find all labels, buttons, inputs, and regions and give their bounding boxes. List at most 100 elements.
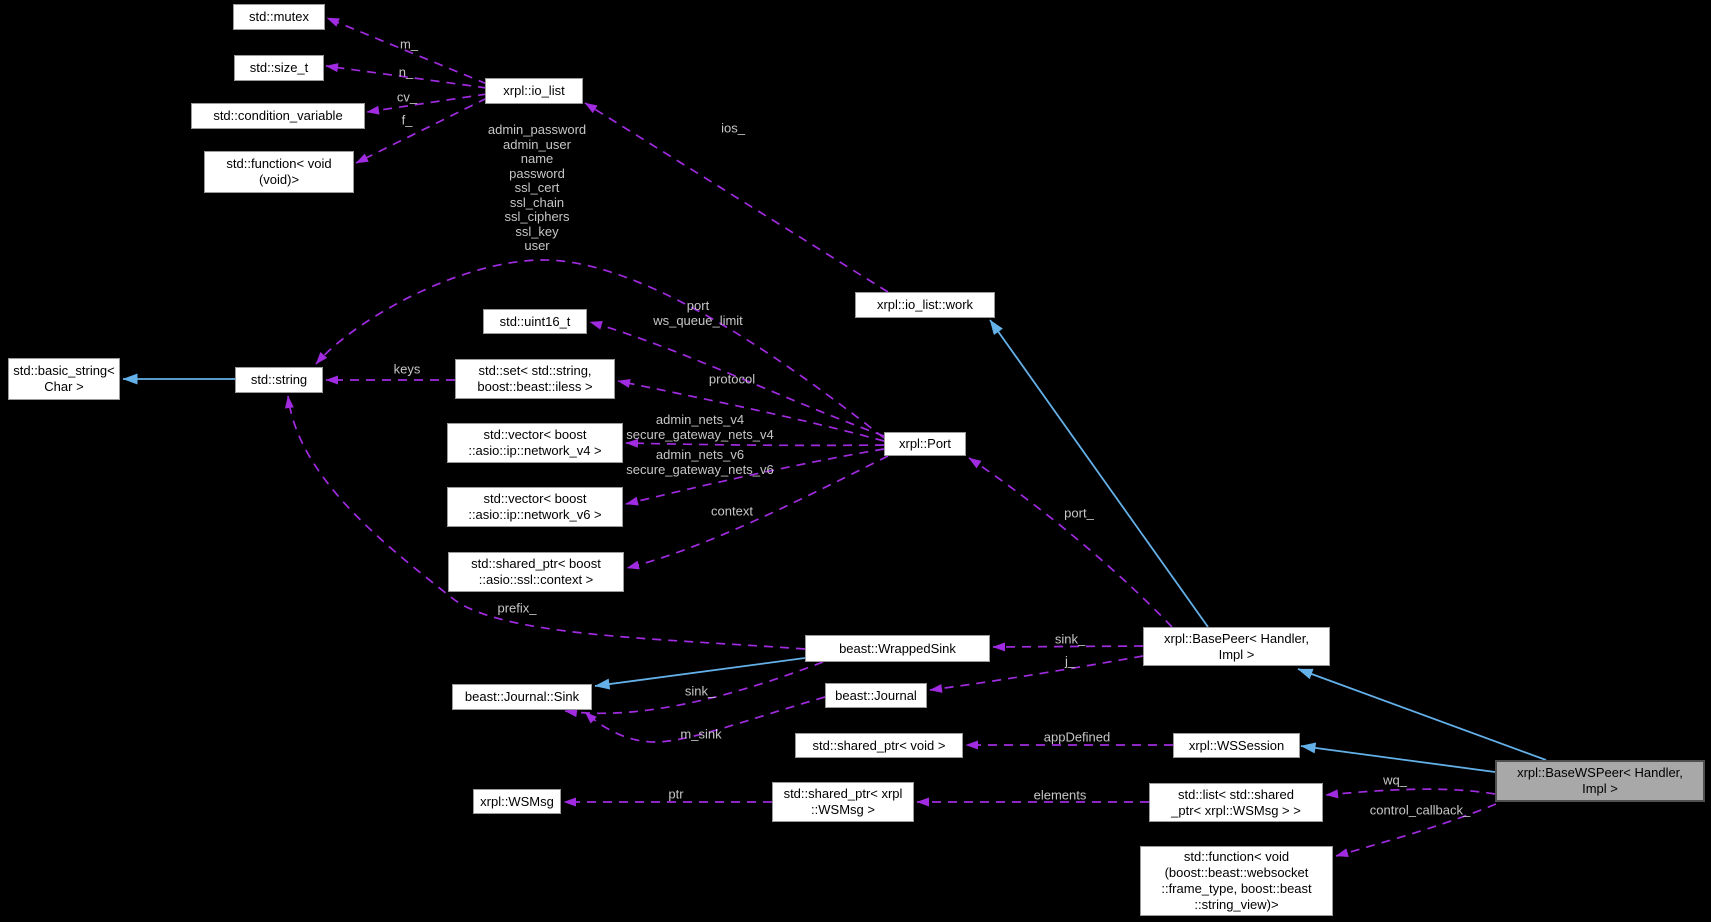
edge-work-to-io-list bbox=[584, 102, 889, 293]
edge-label-control-callback: control_callback_ bbox=[1369, 802, 1471, 818]
node-label: std::list< std::shared bbox=[1178, 786, 1294, 802]
edge-label-m-sink: m_sink bbox=[680, 726, 722, 742]
node-std-set-iless[interactable]: std::set< std::string,boost::beast::iles… bbox=[455, 359, 615, 399]
node-std-uint16-t[interactable]: std::uint16_t bbox=[483, 309, 587, 334]
edge-wrappedsink-to-string bbox=[284, 395, 806, 650]
node-xrpl-basepeer[interactable]: xrpl::BasePeer< Handler,Impl > bbox=[1143, 627, 1330, 666]
node-label: std::condition_variable bbox=[213, 108, 343, 123]
edge-port-to-uint16 bbox=[589, 321, 885, 437]
edge-port-to-string bbox=[315, 259, 885, 439]
node-xrpl-wssession[interactable]: xrpl::WSSession bbox=[1173, 733, 1300, 758]
edge-label-port-ref: port_ bbox=[1064, 505, 1094, 521]
edge-io-list-to-function-void bbox=[355, 97, 488, 164]
node-std-list-shared-ptr-wsmsg[interactable]: std::list< std::shared_ptr< xrpl::WSMsg … bbox=[1149, 783, 1323, 822]
node-label: std::string bbox=[250, 372, 308, 387]
node-std-function-frame-type[interactable]: std::function< void(boost::beast::websoc… bbox=[1140, 846, 1333, 916]
node-std-condition-variable[interactable]: std::condition_variable bbox=[191, 103, 365, 129]
edge-label-context: context bbox=[711, 503, 753, 519]
node-label: xrpl::Port bbox=[898, 436, 951, 451]
node-label: std::vector< boost bbox=[483, 491, 587, 506]
node-label: std::mutex bbox=[249, 9, 309, 24]
node-std-basic-string[interactable]: std::basic_string<Char > bbox=[8, 358, 120, 400]
node-label: std::shared_ptr< boost bbox=[471, 556, 601, 571]
edge-label-appdefined: appDefined bbox=[1043, 729, 1111, 745]
node-label: xrpl::io_list bbox=[503, 83, 565, 98]
node-label: (boost::beast::websocket bbox=[1164, 865, 1309, 880]
edge-label-elements: elements bbox=[1033, 787, 1087, 803]
edge-label-m: m_ bbox=[399, 36, 419, 52]
edge-port-to-vector-v4 bbox=[625, 438, 885, 448]
node-label: std::function< void bbox=[1183, 849, 1290, 864]
node-label: xrpl::BaseWSPeer< Handler, bbox=[1517, 765, 1683, 780]
node-xrpl-basewspeer[interactable]: xrpl::BaseWSPeer< Handler,Impl > bbox=[1495, 760, 1705, 802]
node-label: ::asio::ip::network_v4 > bbox=[468, 443, 602, 458]
edge-label-n: n_ bbox=[398, 64, 414, 80]
edge-basewspeer-to-function-frame bbox=[1335, 803, 1497, 858]
edge-journal-to-journalsink bbox=[584, 696, 826, 743]
node-beast-wrappedsink[interactable]: beast::WrappedSink bbox=[805, 635, 990, 662]
node-std-string[interactable]: std::string bbox=[235, 367, 323, 393]
edge-wrappedsink-to-journalsink bbox=[564, 661, 824, 718]
edge-port-to-vector-v6 bbox=[625, 448, 885, 506]
node-label: xrpl::WSSession bbox=[1188, 737, 1285, 753]
node-label: std::set< std::string, bbox=[478, 363, 592, 378]
edge-label-j: j_ bbox=[1064, 653, 1076, 669]
edge-label-ptr: ptr bbox=[668, 786, 684, 802]
node-label: (void)> bbox=[258, 172, 300, 187]
edge-label-wq: wq_ bbox=[1383, 772, 1407, 788]
node-xrpl-io-list-work[interactable]: xrpl::io_list::work bbox=[855, 292, 995, 318]
node-label: beast::Journal bbox=[835, 687, 917, 703]
edge-label-sink-basepeer: sink_ bbox=[1054, 631, 1086, 647]
node-label: std::function< void bbox=[226, 156, 332, 171]
node-xrpl-port[interactable]: xrpl::Port bbox=[884, 432, 966, 456]
edge-label-keys: keys bbox=[393, 361, 421, 377]
node-std-vector-network-v6[interactable]: std::vector< boost::asio::ip::network_v6… bbox=[447, 487, 623, 527]
edge-wrappedsink-inherits-journalsink bbox=[594, 657, 806, 690]
edge-label-protocol: protocol bbox=[708, 371, 756, 387]
node-label: ::string_view)> bbox=[1194, 897, 1279, 912]
node-std-size-t[interactable]: std::size_t bbox=[234, 55, 324, 81]
edge-basewspeer-inherits-basepeer bbox=[1297, 668, 1547, 761]
node-label: Char > bbox=[44, 379, 84, 394]
edge-basewspeer-to-list bbox=[1325, 788, 1496, 799]
node-label: std::uint16_t bbox=[499, 313, 571, 329]
edge-label-sink-wrappedsink: sink_ bbox=[684, 683, 716, 699]
node-label: std::shared_ptr< xrpl bbox=[783, 786, 903, 801]
node-beast-journal[interactable]: beast::Journal bbox=[825, 683, 927, 708]
node-label: xrpl::WSMsg bbox=[480, 793, 554, 809]
edge-io-list-to-size-t bbox=[325, 63, 488, 89]
edge-label-prefix: prefix_ bbox=[497, 600, 537, 616]
node-std-shared-ptr-wsmsg[interactable]: std::shared_ptr< xrpl::WSMsg > bbox=[772, 782, 914, 822]
edge-label-f: f_ bbox=[401, 112, 413, 128]
node-xrpl-io-list[interactable]: xrpl::io_list bbox=[485, 78, 583, 104]
edge-port-to-ssl-context bbox=[626, 455, 889, 570]
node-std-mutex[interactable]: std::mutex bbox=[233, 4, 325, 30]
edge-io-list-to-condition-variable bbox=[366, 93, 488, 115]
node-label: ::asio::ssl::context > bbox=[478, 572, 594, 587]
node-std-function-void[interactable]: std::function< void(void)> bbox=[204, 151, 354, 193]
edge-label-cv: cv_ bbox=[396, 89, 418, 105]
node-label: ::WSMsg > bbox=[811, 802, 875, 817]
edge-label-ios: ios_ bbox=[721, 120, 745, 136]
node-label: ::frame_type, boost::beast bbox=[1161, 881, 1312, 896]
edge-basepeer-to-port bbox=[968, 457, 1173, 628]
node-label: _ptr< xrpl::WSMsg > > bbox=[1171, 802, 1301, 818]
node-label: std::vector< boost bbox=[483, 427, 587, 442]
node-std-shared-ptr-ssl-context[interactable]: std::shared_ptr< boost::asio::ssl::conte… bbox=[448, 552, 624, 592]
node-std-vector-network-v4[interactable]: std::vector< boost::asio::ip::network_v4… bbox=[447, 423, 623, 463]
node-label: beast::WrappedSink bbox=[839, 640, 956, 656]
node-xrpl-wsmsg[interactable]: xrpl::WSMsg bbox=[473, 789, 561, 814]
node-label: boost::beast::iless > bbox=[477, 379, 593, 394]
edge-io-list-to-mutex bbox=[326, 17, 488, 85]
edge-basepeer-inherits-work bbox=[989, 319, 1209, 628]
node-std-shared-ptr-void[interactable]: std::shared_ptr< void > bbox=[795, 733, 963, 758]
node-label: beast::Journal::Sink bbox=[464, 689, 580, 704]
node-beast-journal-sink[interactable]: beast::Journal::Sink bbox=[452, 684, 592, 710]
node-label: xrpl::io_list::work bbox=[876, 297, 974, 312]
